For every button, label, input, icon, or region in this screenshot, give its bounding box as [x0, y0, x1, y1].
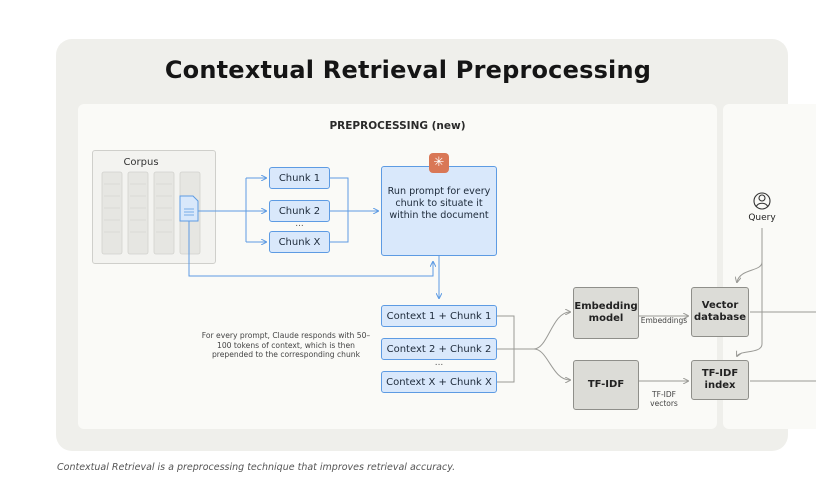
query-label: Query: [748, 213, 776, 223]
context-chunk-x-box: Context X + Chunk X: [381, 371, 497, 393]
chunk-2-box: Chunk 2: [269, 200, 330, 222]
embedding-model-box: Embedding model: [573, 287, 639, 339]
vector-database-box: Vector database: [691, 287, 749, 337]
diagram-title: Contextual Retrieval Preprocessing: [164, 56, 652, 84]
figure-caption: Contextual Retrieval is a preprocessing …: [57, 462, 456, 473]
prompt-text: Run prompt for every chunk to situate it…: [387, 186, 491, 221]
query-user-icon: [753, 192, 771, 210]
corpus-label: Corpus: [123, 157, 159, 168]
chunk-1-box: Chunk 1: [269, 167, 330, 189]
context-chunk-2-box: Context 2 + Chunk 2: [381, 338, 497, 360]
tfidf-vectors-label: TF-IDF vectors: [650, 390, 678, 408]
embeddings-label: Embeddings: [640, 316, 688, 325]
context-chunk-1-box: Context 1 + Chunk 1: [381, 305, 497, 327]
tfidf-box: TF-IDF: [573, 360, 639, 410]
preprocessing-label: PREPROCESSING (new): [329, 120, 466, 132]
prompt-box: [381, 166, 497, 256]
tfidf-index-box: TF-IDF index: [691, 360, 749, 400]
claude-note: For every prompt, Claude responds with 5…: [201, 331, 371, 359]
chunk-ellipsis: ...: [295, 219, 304, 229]
document-icon: [179, 195, 199, 222]
context-ellipsis: ...: [434, 358, 444, 368]
chunk-x-box: Chunk X: [269, 231, 330, 253]
claude-starburst-icon: ✳: [429, 153, 449, 173]
